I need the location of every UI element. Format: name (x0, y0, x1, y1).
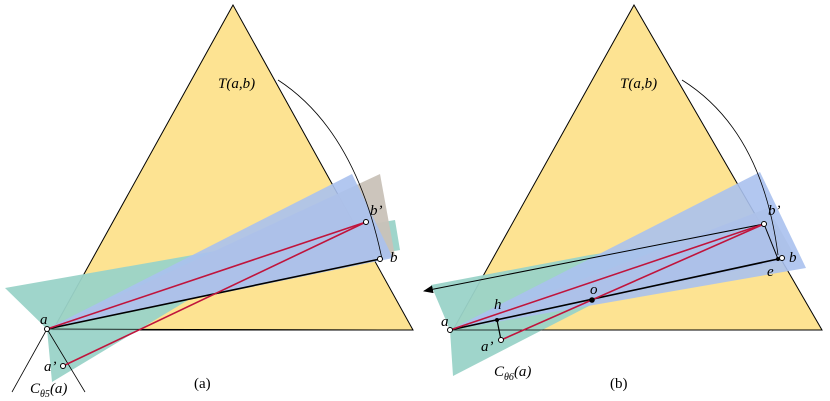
segment-h-aprime-b (496, 319, 502, 341)
point-aprime-a (60, 363, 66, 369)
label-t-a: T(a,b) (218, 76, 255, 92)
point-bprime-a (363, 219, 369, 225)
cone-boundary-right-a (46, 328, 86, 393)
label-b-b: b (789, 250, 797, 266)
cone-label-a: Cθ5(a) (30, 381, 67, 400)
caption-b: (b) (610, 376, 628, 392)
segment-bprime-e-b (763, 223, 779, 260)
segment-aprime-bprime-a (62, 221, 367, 367)
label-t-b: T(a,b) (620, 76, 657, 92)
panel-a: T(a,b) b’ b a a’ Cθ5(a) (a) (5, 3, 414, 400)
segment-a-b-b (449, 258, 779, 331)
segment-aprime-bprime-b (500, 223, 765, 341)
cone-blue-a (47, 174, 393, 329)
point-b-b (779, 255, 785, 261)
label-a-b: a (441, 314, 449, 330)
cone-boundary-left-a (11, 328, 48, 393)
base-line-a (46, 328, 414, 331)
arc-a (277, 79, 383, 260)
segment-a-bprime-a (46, 221, 367, 330)
point-a-a (44, 326, 50, 332)
point-aprime-b (498, 337, 504, 343)
point-h-b (495, 318, 499, 322)
point-bprime-b (761, 221, 767, 227)
caption-a: (a) (194, 376, 211, 392)
label-o-b: o (590, 282, 598, 298)
point-a-b (447, 327, 453, 333)
label-aprime-b: a’ (481, 339, 494, 355)
point-o-b (589, 297, 595, 303)
label-bprime-b: b’ (768, 203, 781, 219)
panel-b: T(a,b) b’ b e o h a a’ Cθ6(a) (b) (423, 3, 823, 392)
label-e-b: e (767, 264, 774, 280)
segment-a-bprime-b (449, 223, 765, 331)
cone-label-b: Cθ6(a) (494, 364, 531, 383)
arrow-line-b (423, 223, 765, 294)
label-h-b: h (494, 297, 502, 313)
point-e-b (776, 257, 780, 261)
arc-b (681, 79, 779, 256)
label-aprime-a: a’ (44, 359, 57, 375)
label-bprime-a: b’ (370, 203, 383, 219)
label-a-a: a (40, 312, 48, 328)
point-b-a (377, 256, 383, 262)
label-b-a: b (390, 250, 398, 266)
